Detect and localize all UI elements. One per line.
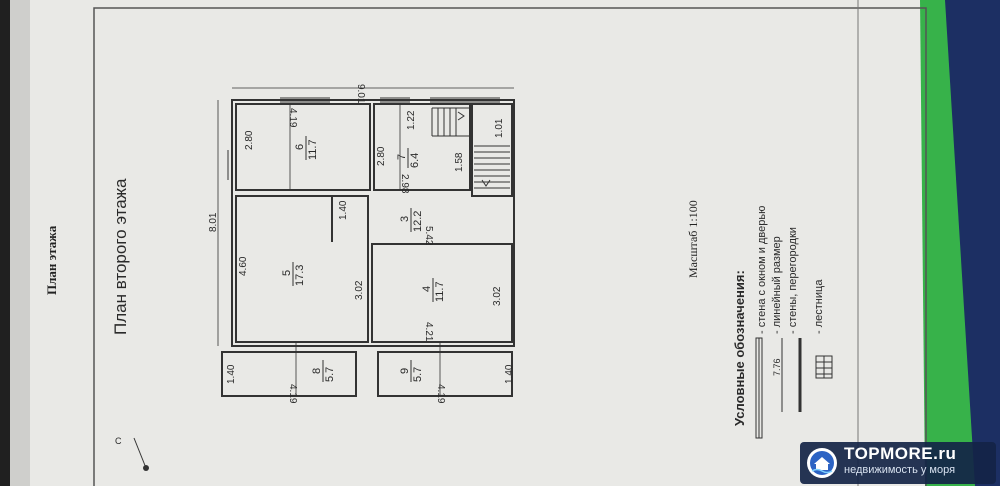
watermark-badge[interactable]: TOPMORE.ru недвижимость у моря xyxy=(800,442,996,484)
dim-total-width: 8.01 xyxy=(208,212,219,232)
room-7 xyxy=(373,103,471,191)
dim-r9-bottom: 1.40 xyxy=(504,364,515,384)
legend-item-dimension: - линейный размер xyxy=(771,236,783,334)
legend-sample-dim: 7.76 xyxy=(772,358,782,376)
legend-item-stairs: - лестница xyxy=(813,279,825,334)
house-logo-icon xyxy=(807,448,837,478)
room-8-num: 8 xyxy=(311,368,323,374)
north-label: С xyxy=(115,436,122,446)
dim-r9-side: 4.19 xyxy=(435,384,446,404)
page-frame xyxy=(93,7,927,486)
dim-r6-side: 4.19 xyxy=(287,108,298,128)
blue-edge xyxy=(945,0,1000,486)
left-edge xyxy=(0,0,12,486)
page-title: План второго этажа xyxy=(111,178,130,335)
dim-r6-top: 2.80 xyxy=(244,130,255,150)
stair-area xyxy=(471,103,513,197)
room-7-area: 6.4 xyxy=(409,153,421,168)
room-5-num: 5 xyxy=(281,270,293,276)
dim-r4-side: 4.21 xyxy=(423,322,434,342)
stair-icon xyxy=(431,107,510,189)
dim-r4-bottom: 3.02 xyxy=(492,286,503,306)
room-5-area: 17.3 xyxy=(294,265,306,286)
dimension-labels: 8.01 9.01 4.60 3.02 3.02 4.21 2.80 4.19 … xyxy=(208,84,515,404)
room-9 xyxy=(377,351,513,397)
room-6-area: 11.7 xyxy=(307,139,319,160)
room-8 xyxy=(221,351,357,397)
room-labels: 5 17.3 4 11.7 6 11.7 7 6.4 3 12.2 8 5.7 … xyxy=(281,136,446,382)
dim-r8-top: 1.40 xyxy=(226,364,237,384)
legend-wall-symbol xyxy=(755,337,763,439)
watermark-tagline: недвижимость у моря xyxy=(844,464,956,476)
legend-stair-symbol xyxy=(815,355,833,379)
room-4-area: 11.7 xyxy=(434,281,446,302)
north-arrow: С xyxy=(115,436,149,471)
room-3-num: 3 xyxy=(399,216,411,222)
dim-r7-side: 2.98 xyxy=(399,174,410,194)
dim-corr-side: 5.42 xyxy=(423,226,434,246)
room-9-area: 5.7 xyxy=(412,367,424,382)
legend: Условные обозначения: - стена с окном и … xyxy=(732,206,833,439)
legend-item-walls-openings: - стена с окном и дверью xyxy=(756,206,768,334)
scale-label: Масштаб 1:100 xyxy=(686,200,700,278)
dim-r7-top: 2.80 xyxy=(376,146,387,166)
dim-r7-a: 1.22 xyxy=(406,110,417,130)
dim-r8-side: 4.19 xyxy=(287,384,298,404)
room-8-area: 5.7 xyxy=(324,367,336,382)
legend-item-partitions: - стены, перегородки xyxy=(787,227,799,334)
room-6 xyxy=(235,103,371,191)
dimension-lines xyxy=(217,87,514,396)
legend-title: Условные обозначения: xyxy=(732,270,747,426)
sheet-header: План этажа xyxy=(44,225,59,295)
room-7-num: 7 xyxy=(396,154,408,160)
dim-r5-bottom: 3.02 xyxy=(354,280,365,300)
dim-total-depth: 9.01 xyxy=(355,84,366,104)
watermark-brand: TOPMORE.ru xyxy=(844,444,957,463)
openings xyxy=(227,97,500,347)
room-3-area: 12.2 xyxy=(412,211,424,232)
dim-r7-b: 1.58 xyxy=(454,152,465,172)
room-6-num: 6 xyxy=(294,144,306,150)
room-9-num: 9 xyxy=(399,368,411,374)
dim-corr-left: 1.40 xyxy=(338,200,349,220)
dim-r5-top: 4.60 xyxy=(238,256,249,276)
room-4-num: 4 xyxy=(421,286,433,292)
dim-stair: 1.01 xyxy=(494,118,505,138)
